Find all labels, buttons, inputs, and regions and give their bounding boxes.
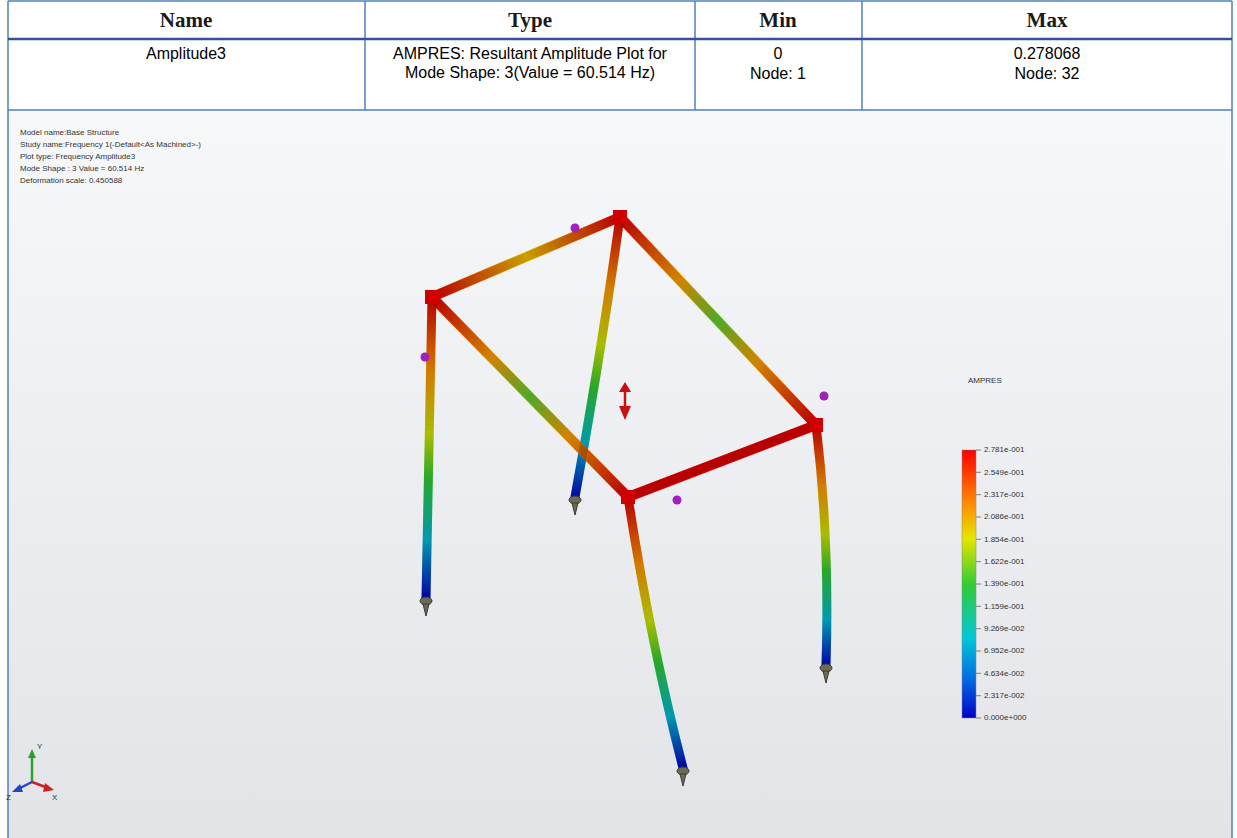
color-bar [962,450,976,718]
axis-label: Z [6,793,18,803]
color-bar-value: 2.086e-001 [984,512,1064,522]
column-header: Max [897,8,1197,33]
axis-label: X [52,793,64,803]
color-bar-value: 2.549e-001 [984,468,1064,478]
gravity-arrow [619,382,631,420]
color-bar-value: 1.622e-001 [984,557,1064,567]
color-bar-ticks [976,450,981,718]
table-cell: Node: 1 [703,64,853,83]
color-bar-value: 6.952e-002 [984,646,1064,656]
table-cell: AMPRES: Resultant Amplitude Plot for Mod… [387,44,673,82]
color-bar-value: 9.269e-002 [984,624,1064,634]
plot-info: Mode Shape : 3 Value = 60.514 Hz [20,164,350,174]
column-header: Name [36,8,336,33]
header-rule [8,38,1232,41]
color-bar-value: 1.390e-001 [984,579,1064,589]
table-cell: 0.278068 [897,44,1197,63]
table-cell: 0 [703,44,853,63]
column-header: Min [703,8,853,33]
color-bar-value: 2.781e-001 [984,445,1064,455]
fixture-symbol [420,496,832,786]
axis-triad [12,749,54,792]
plot-background [8,110,1232,838]
plot-info: Plot type: Frequency Amplitude3 [20,152,350,162]
plot-info: Study name:Frequency 1(-Default<As Machi… [20,140,350,150]
table-cell: Node: 32 [897,64,1197,83]
plot-info: Model name:Base Structure [20,128,350,138]
color-bar-value: 2.317e-001 [984,490,1064,500]
color-bar-value: 0.000e+000 [984,713,1064,723]
color-bar-value: 1.159e-001 [984,602,1064,612]
color-bar-value: 1.854e-001 [984,535,1064,545]
color-bar-title: AMPRES [968,376,1028,386]
mass-point [421,224,829,505]
table-grid [8,1,1232,838]
frame-structure [425,210,827,768]
color-bar-value: 2.317e-002 [984,691,1064,701]
plot-info: Deformation scale: 0.450588 [20,176,350,186]
axis-label: Y [37,742,49,752]
column-header: Type [380,8,680,33]
table-cell: Amplitude3 [36,44,336,63]
color-bar-value: 4.634e-002 [984,669,1064,679]
